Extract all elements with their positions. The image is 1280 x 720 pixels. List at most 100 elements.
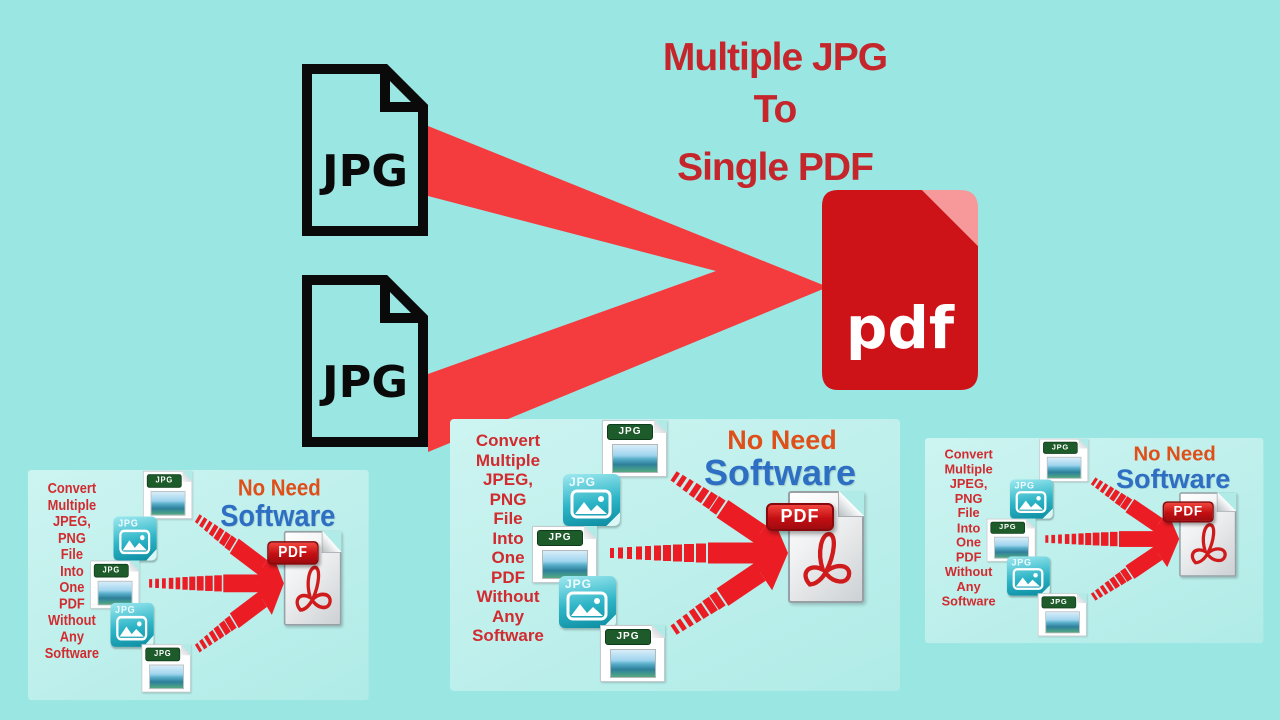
convert-line: PNG (489, 489, 527, 509)
jpg-badge: JPG (145, 647, 181, 662)
jpg-badge: JPG (1043, 441, 1078, 454)
convert-line: Convert (475, 431, 541, 450)
page-fold-icon (321, 530, 342, 553)
dashed-arrow-top (1090, 477, 1180, 540)
pdf-badge: PDF (267, 541, 319, 565)
software-label: Software (703, 452, 857, 493)
jpg-square-icon: JPG (1009, 479, 1053, 519)
convert-line: PNG (954, 491, 983, 506)
page-fold-icon (129, 560, 140, 572)
page-fold-icon (143, 634, 154, 647)
convert-line: One (59, 579, 85, 596)
landscape-photo-thumb (149, 664, 184, 690)
jpg-label-top: JPG (319, 146, 408, 197)
convert-line: Software (941, 594, 996, 609)
convert-text: Convert Multiple JPEG, PNG File Into One… (33, 480, 112, 661)
dashed-arrow-top (194, 514, 284, 584)
title-line-2: To (753, 88, 798, 131)
convert-line: Without (48, 612, 96, 629)
landscape-photo-thumb (610, 649, 656, 678)
page-fold-icon (1042, 508, 1053, 519)
convert-line: PDF (955, 549, 982, 565)
convert-line: One (956, 535, 982, 550)
convert-line: Multiple (944, 461, 993, 477)
page-fold-icon (1039, 585, 1050, 596)
page-fold-icon (606, 512, 620, 526)
conversion-panel: Convert Multiple JPEG, PNG File Into One… (28, 470, 369, 701)
jpg-badge: JPG (1014, 480, 1035, 491)
pdf-badge: PDF (1162, 501, 1214, 523)
pdf-label: pdf (846, 294, 955, 362)
convert-line: File (957, 505, 980, 521)
no-need-label: No Need (1133, 442, 1216, 466)
convert-line: PDF (491, 567, 525, 587)
jpg-photo-file-icon: JPG (532, 526, 597, 583)
jpg-photo-file-icon: JPG (1037, 593, 1087, 637)
page-fold-icon (1216, 492, 1237, 512)
jpg-square-icon: JPG (563, 474, 620, 526)
landscape-photo-thumb (542, 550, 588, 579)
convert-line: File (493, 509, 523, 528)
dashed-arrow-bottom (1090, 539, 1180, 601)
jpg-badge: JPG (146, 474, 182, 488)
no-need-label: No Need (237, 475, 321, 501)
jpg-photo-file-icon: JPG (1039, 438, 1089, 482)
convert-line: Without (944, 564, 993, 579)
convert-line: Convert (47, 480, 97, 497)
convert-line: One (491, 548, 525, 567)
jpg-photo-file-icon: JPG (143, 470, 193, 520)
acrobat-swirl-icon (803, 531, 852, 587)
jpg-document-icon-bottom: JPG (302, 275, 428, 447)
merge-arrow (428, 126, 828, 452)
convert-text: Convert Multiple JPEG, PNG File Into One… (930, 447, 1008, 609)
convert-line: JPEG, (482, 470, 534, 489)
image-glyph-icon (119, 529, 151, 555)
convert-text: Convert Multiple JPEG, PNG File Into One… (456, 431, 560, 646)
convert-line: Multiple (47, 496, 97, 513)
jpg-label-bottom: JPG (319, 357, 408, 408)
page-fold-icon (1025, 518, 1036, 529)
jpg-square-icon: JPG (1006, 556, 1050, 596)
dashed-arrow-bottom (194, 583, 284, 653)
page-fold-icon (838, 491, 864, 517)
page-fold-icon (652, 625, 665, 638)
convert-line: File (60, 546, 83, 563)
image-glyph-icon (570, 489, 612, 519)
top-conversion-graphic: JPG JPG pdf (302, 64, 978, 452)
jpg-square-icon: JPG (113, 516, 157, 561)
page-fold-icon (584, 526, 597, 539)
landscape-photo-thumb (1046, 456, 1082, 479)
jpg-photo-file-icon: JPG (986, 518, 1036, 562)
convert-line: Into (492, 528, 524, 548)
convert-line: Multiple (475, 450, 541, 470)
page-fold-icon (146, 548, 157, 561)
page-fold-icon (1078, 438, 1089, 449)
convert-line: Convert (944, 447, 993, 462)
software-label: Software (1115, 462, 1231, 494)
convert-line: Into (60, 562, 84, 579)
jpg-badge: JPG (115, 603, 136, 616)
convert-line: Software (44, 645, 100, 662)
page-fold-icon (182, 470, 193, 482)
jpg-badge: JPG (118, 517, 139, 530)
jpg-photo-file-icon: JPG (602, 420, 667, 477)
dashed-arrow-bottom (670, 553, 788, 635)
dashed-arrows (149, 514, 284, 653)
jpg-badge: JPG (565, 577, 593, 591)
convert-line: JPEG, (949, 476, 988, 491)
convert-line: Without (476, 587, 540, 606)
jpg-badge: JPG (537, 530, 583, 546)
landscape-photo-thumb (612, 444, 658, 473)
convert-line: Into (956, 520, 981, 535)
page-fold-icon (602, 614, 616, 628)
image-glyph-icon (116, 615, 148, 641)
dashed-arrow-top (670, 471, 788, 553)
jpg-badge: JPG (990, 521, 1026, 534)
pdf-result-icon: pdf (822, 190, 978, 390)
jpg-photo-file-icon: JPG (600, 625, 665, 682)
acrobat-swirl-icon (295, 565, 332, 612)
dashed-arrows (610, 471, 788, 635)
jpg-document-icon-top: JPG (302, 64, 428, 236)
convert-line: Any (956, 579, 981, 594)
